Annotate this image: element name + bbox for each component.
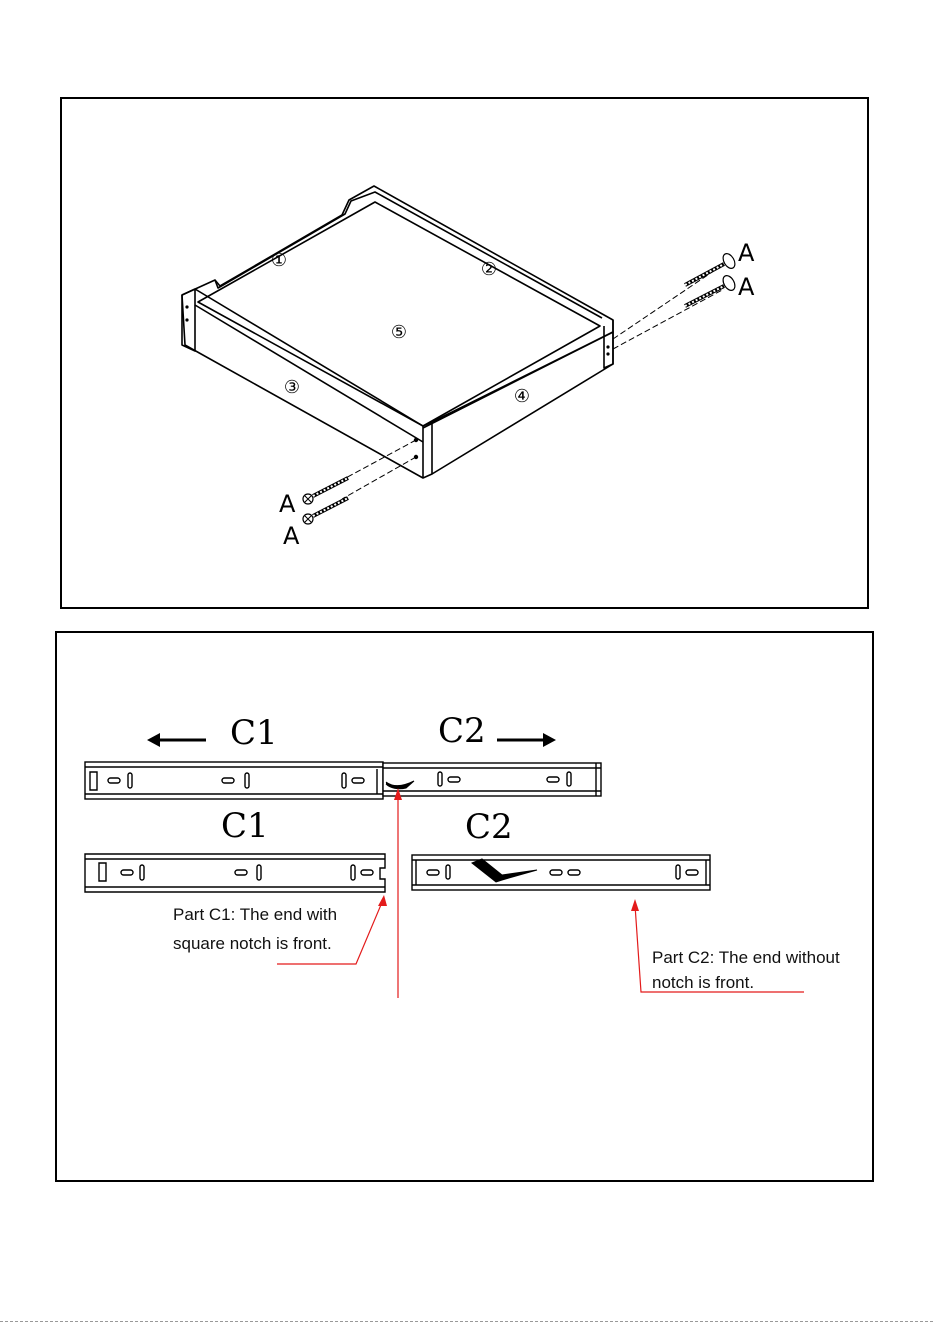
label-c1-top: C1 [230, 713, 278, 753]
drawer-assembly-panel: ① ② ⑤ ③ ④ A A A A [60, 97, 869, 609]
part-number-3: ③ [284, 377, 300, 398]
screw-label-a: A [738, 239, 755, 267]
note-c1-line2: square notch is front. [173, 934, 332, 953]
note-c2-line2: notch is front. [652, 973, 754, 992]
assembled-slide [85, 762, 601, 799]
bottom-panel [198, 202, 600, 426]
label-c1: C1 [221, 806, 269, 846]
back-panel [182, 186, 613, 428]
part-number-2: ② [481, 259, 497, 280]
note-c2-line1: Part C2: The end without [652, 948, 840, 967]
screw-icon [685, 274, 737, 306]
drawer-slide-panel: C1 C2 C1 C2 [55, 631, 874, 1182]
drawer-diagram: ① ② ⑤ ③ ④ A A A A [62, 99, 867, 607]
page-edge-line [0, 1321, 933, 1322]
slide-diagram: C1 C2 C1 C2 [57, 633, 872, 1180]
front-panel [182, 289, 432, 478]
label-c2: C2 [465, 807, 513, 847]
slide-part-c1 [85, 854, 385, 892]
note-c1-line1: Part C1: The end with [173, 905, 337, 924]
label-c2-top: C2 [438, 711, 486, 751]
arrow-right-icon [497, 733, 556, 747]
screw-label-a: A [738, 273, 755, 301]
screw-label-a: A [279, 490, 296, 518]
part-number-1: ① [271, 250, 287, 271]
part-number-4: ④ [514, 386, 530, 407]
screw-label-a: A [283, 522, 300, 550]
part-number-5: ⑤ [391, 322, 407, 343]
slide-part-c2 [412, 855, 710, 890]
arrow-left-icon [147, 733, 206, 747]
